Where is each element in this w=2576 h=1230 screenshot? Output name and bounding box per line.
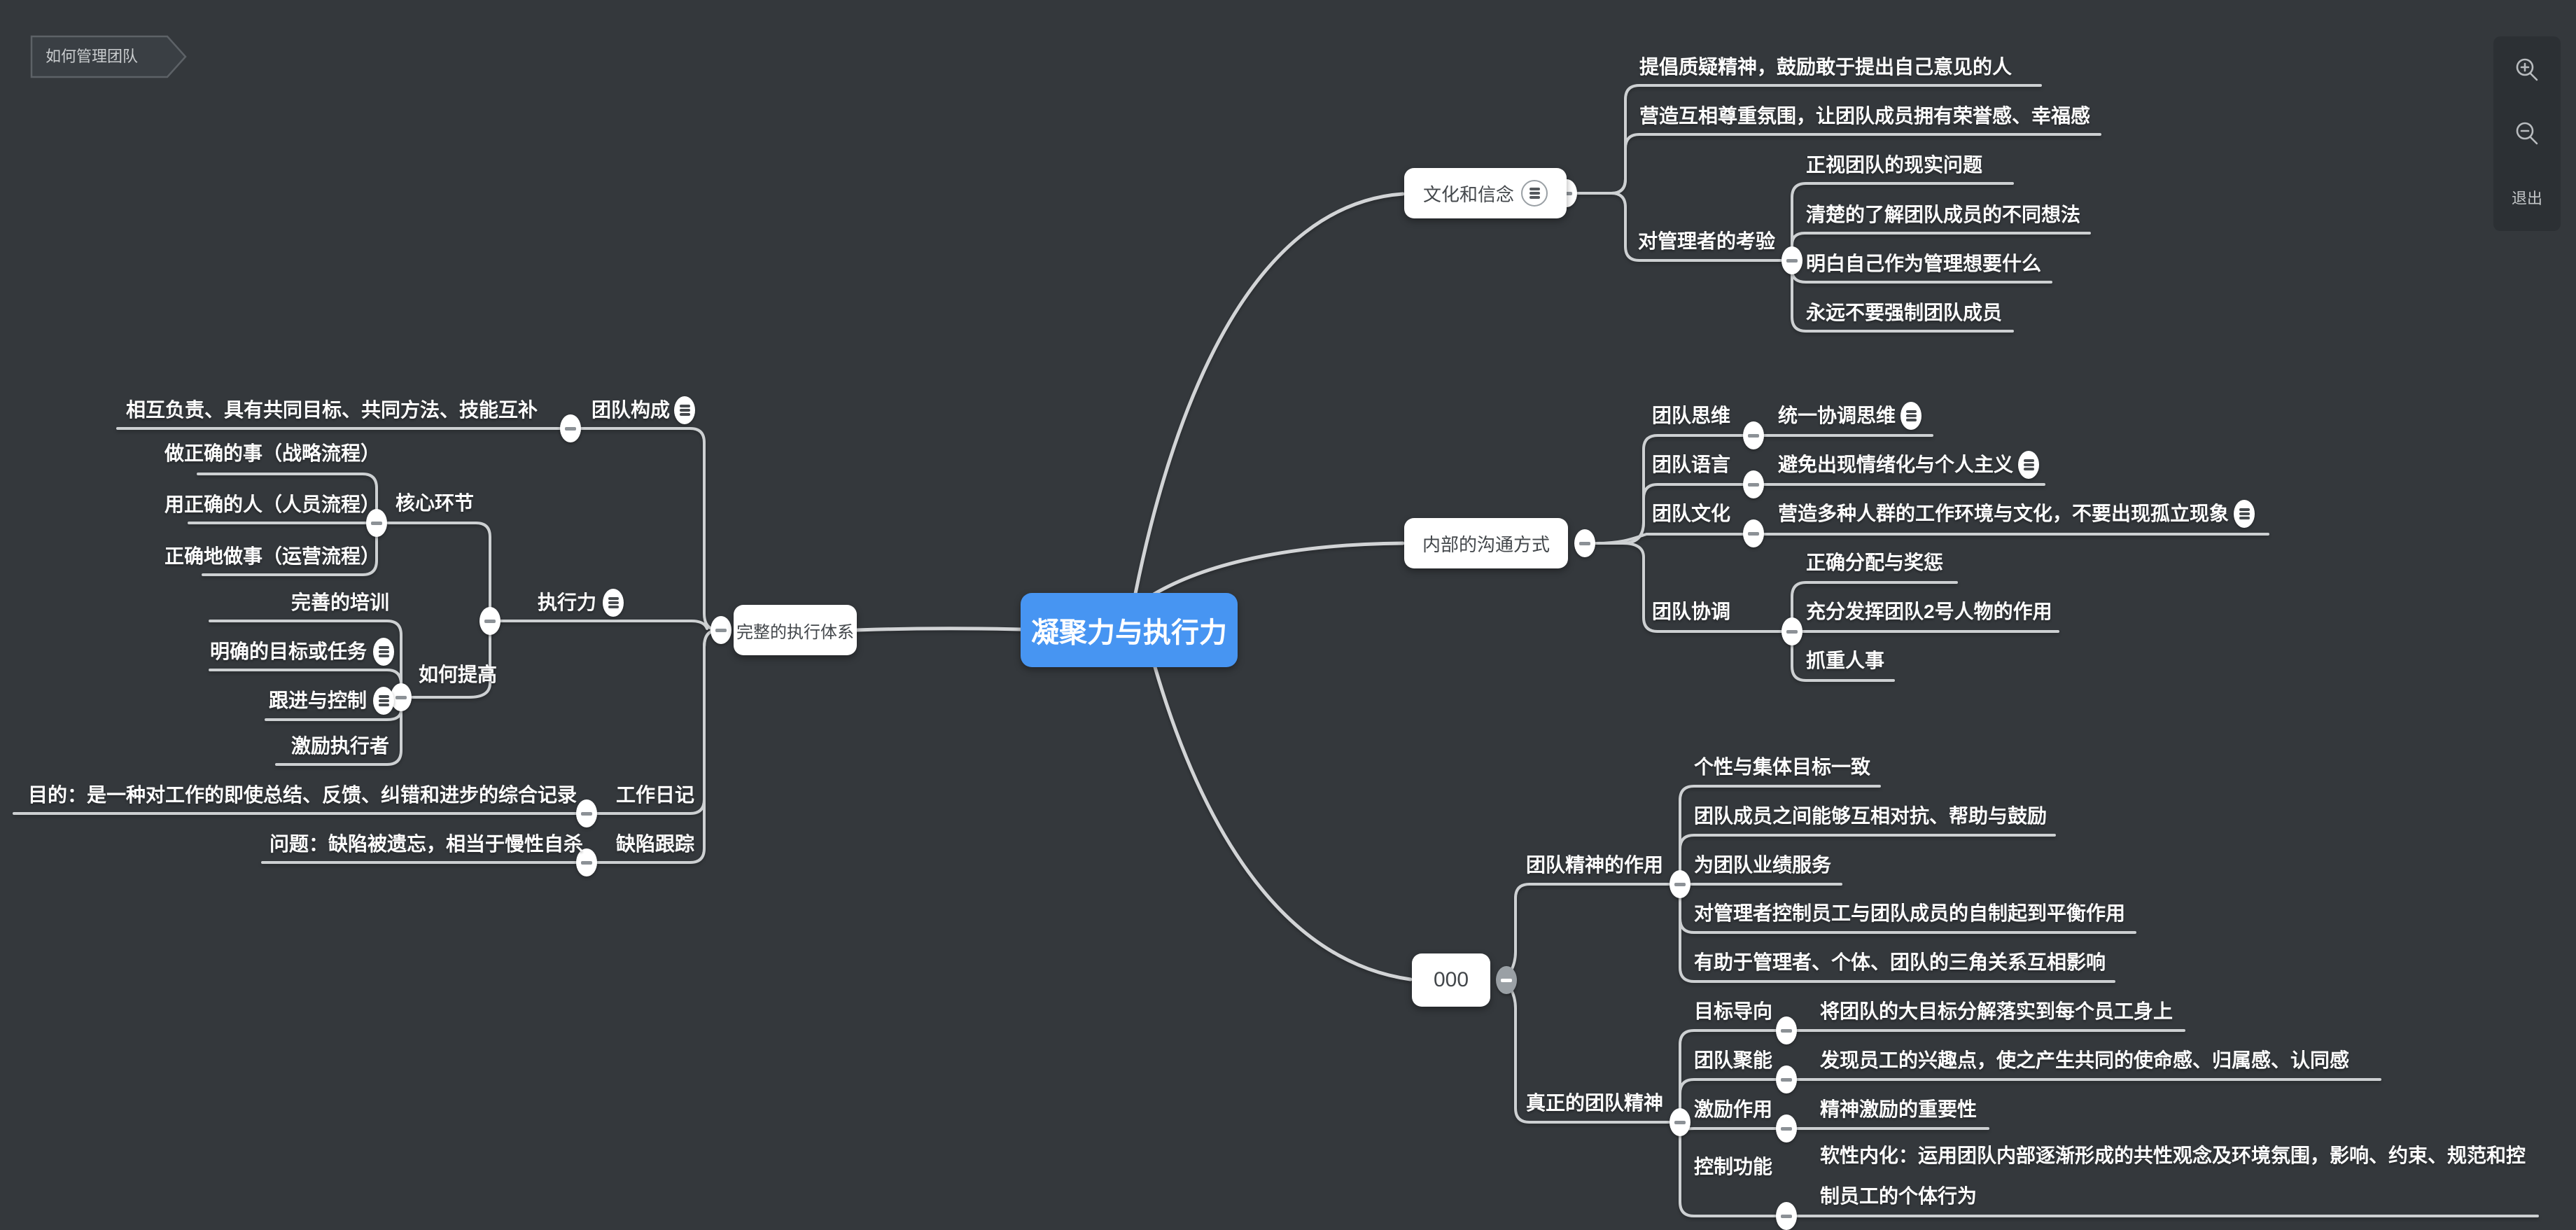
- leaf-roles-4[interactable]: 对管理者控制员工与团队成员的自制起到平衡作用: [1694, 902, 2126, 924]
- note-icon[interactable]: [603, 589, 624, 617]
- leaf-team-build-desc[interactable]: 相互负责、具有共同目标、共同方法、技能互补: [126, 399, 538, 421]
- leaf-roles-3[interactable]: 为团队业绩服务: [1694, 854, 1832, 876]
- topic-label: 内部的沟通方式: [1422, 533, 1550, 555]
- note-icon[interactable]: [2234, 500, 2255, 528]
- subtopic-motivation[interactable]: 激励作用: [1694, 1098, 1773, 1120]
- zoom-out-icon: [2516, 122, 2538, 145]
- topic-communication[interactable]: 内部的沟通方式: [1404, 518, 1568, 568]
- note-icon[interactable]: [373, 687, 394, 715]
- collapse-handle[interactable]: [391, 683, 412, 711]
- map-title: 如何管理团队: [46, 48, 139, 65]
- leaf-core-1[interactable]: 做正确的事（战略流程）: [164, 442, 381, 464]
- zoom-in-button[interactable]: [2512, 55, 2542, 85]
- topic-team-spirit[interactable]: 000: [1412, 953, 1490, 1007]
- collapse-handle[interactable]: [576, 799, 597, 827]
- subtopic-manager-test[interactable]: 对管理者的考验: [1638, 230, 1776, 252]
- exit-button[interactable]: 退出: [2512, 182, 2542, 213]
- leaf-coord-2[interactable]: 充分发挥团队2号人物的作用: [1806, 601, 2052, 622]
- map-title-tab[interactable]: 如何管理团队: [30, 35, 187, 78]
- tab-shape: [30, 35, 187, 78]
- subtopic-execution[interactable]: 执行力: [538, 592, 597, 613]
- leaf-test-1[interactable]: 正视团队的现实问题: [1806, 154, 1983, 176]
- subtopic-team-build[interactable]: 团队构成: [592, 399, 671, 421]
- subtopic-spirit-roles[interactable]: 团队精神的作用: [1526, 854, 1664, 876]
- collapse-handle[interactable]: [1743, 519, 1764, 547]
- note-icon[interactable]: [1900, 402, 1921, 430]
- leaf-improve-1[interactable]: 完善的培训: [291, 592, 390, 613]
- leaf-goal-orientation[interactable]: 将团队的大目标分解落实到每个员工身上: [1820, 1000, 2174, 1022]
- collapse-handle[interactable]: [1776, 1114, 1797, 1142]
- leaf-diary-desc[interactable]: 目的：是一种对工作的即使总结、反馈、纠错和进步的综合记录: [28, 784, 578, 806]
- note-icon[interactable]: [2018, 451, 2039, 479]
- leaf-improve-4[interactable]: 激励执行者: [291, 735, 390, 757]
- leaf-team-thinking[interactable]: 统一协调思维: [1778, 405, 1896, 426]
- collapse-handle[interactable]: [1743, 421, 1764, 449]
- topic-label: 文化和信念: [1422, 183, 1514, 205]
- collapse-handle[interactable]: [1743, 470, 1764, 498]
- leaf-roles-2[interactable]: 团队成员之间能够互相对抗、帮助与鼓励: [1694, 805, 2047, 827]
- leaf-coord-3[interactable]: 抓重人事: [1806, 650, 1885, 671]
- leaf-roles-5[interactable]: 有助于管理者、个体、团队的三角关系互相影响: [1694, 951, 2106, 973]
- subtopic-defect[interactable]: 缺陷跟踪: [616, 833, 695, 855]
- zoom-out-button[interactable]: [2512, 118, 2542, 149]
- topic-label: 000: [1433, 968, 1469, 991]
- collapse-handle[interactable]: [1776, 1202, 1797, 1230]
- exit-label: 退出: [2512, 190, 2543, 207]
- leaf-core-3[interactable]: 正确地做事（运营流程）: [164, 545, 381, 567]
- collapse-handle[interactable]: [1670, 870, 1690, 898]
- collapse-handle[interactable]: [1782, 617, 1802, 645]
- topic-culture[interactable]: 文化和信念: [1404, 168, 1567, 218]
- note-icon[interactable]: [1521, 180, 1548, 207]
- subtopic-coordination[interactable]: 团队协调: [1652, 601, 1731, 622]
- central-topic[interactable]: 凝聚力与执行力: [1021, 593, 1238, 667]
- leaf-culture-2[interactable]: 营造互相尊重氛围，让团队成员拥有荣誉感、幸福感: [1639, 105, 2091, 127]
- topic-label: 完整的执行体系: [736, 622, 854, 642]
- subtopic-control[interactable]: 控制功能: [1694, 1156, 1773, 1177]
- zoom-in-icon: [2516, 58, 2538, 81]
- subtopic-real-spirit[interactable]: 真正的团队精神: [1526, 1092, 1664, 1114]
- leaf-team-energy[interactable]: 发现员工的兴趣点，使之产生共同的使命感、归属感、认同感: [1820, 1049, 2350, 1071]
- leaf-improve-2[interactable]: 明确的目标或任务: [210, 641, 368, 662]
- leaf-coord-1[interactable]: 正确分配与奖惩: [1806, 552, 1944, 573]
- leaf-motivation[interactable]: 精神激励的重要性: [1820, 1098, 1977, 1120]
- collapse-handle[interactable]: [1776, 1065, 1797, 1093]
- subtopic-core[interactable]: 核心环节: [396, 492, 475, 514]
- subtopic-goal-orientation[interactable]: 目标导向: [1694, 1000, 1773, 1022]
- note-icon[interactable]: [373, 638, 394, 666]
- collapse-handle[interactable]: [1776, 1016, 1797, 1044]
- view-toolbar: 退出: [2493, 36, 2561, 231]
- collapse-handle[interactable]: [1496, 966, 1517, 994]
- leaf-test-4[interactable]: 永远不要强制团队成员: [1806, 302, 2003, 323]
- collapse-handle[interactable]: [710, 616, 732, 644]
- subtopic-team-language[interactable]: 团队语言: [1652, 454, 1731, 475]
- leaf-control[interactable]: 软性内化：运用团队内部逐渐形成的共性观念及环境氛围，影响、约束、规范和控制员工的…: [1820, 1145, 2526, 1207]
- collapse-handle[interactable]: [560, 414, 581, 442]
- collapse-handle[interactable]: [479, 607, 500, 635]
- collapse-handle[interactable]: [576, 848, 597, 876]
- leaf-core-2[interactable]: 用正确的人（人员流程）: [164, 494, 381, 515]
- leaf-team-language[interactable]: 避免出现情绪化与个人主义: [1778, 454, 2014, 475]
- note-icon[interactable]: [674, 396, 695, 424]
- subtopic-team-culture[interactable]: 团队文化: [1652, 503, 1731, 524]
- collapse-handle[interactable]: [366, 509, 387, 537]
- leaf-team-culture[interactable]: 营造多种人群的工作环境与文化，不要出现孤立现象: [1778, 503, 2230, 524]
- leaf-defect-desc[interactable]: 问题：缺陷被遗忘，相当于慢性自杀: [270, 833, 584, 855]
- subtopic-diary[interactable]: 工作日记: [616, 784, 695, 806]
- central-topic-label: 凝聚力与执行力: [1031, 617, 1227, 648]
- leaf-test-2[interactable]: 清楚的了解团队成员的不同想法: [1806, 204, 2081, 225]
- leaf-improve-3[interactable]: 跟进与控制: [269, 690, 368, 711]
- collapse-handle[interactable]: [1670, 1108, 1690, 1136]
- leaf-test-3[interactable]: 明白自己作为管理想要什么: [1806, 253, 2042, 274]
- collapse-handle[interactable]: [1782, 246, 1802, 274]
- subtopic-team-energy[interactable]: 团队聚能: [1694, 1049, 1773, 1071]
- subtopic-improve[interactable]: 如何提高: [419, 664, 498, 685]
- collapse-handle[interactable]: [1574, 529, 1595, 557]
- subtopic-team-thinking[interactable]: 团队思维: [1652, 405, 1731, 426]
- leaf-roles-1[interactable]: 个性与集体目标一致: [1694, 756, 1871, 778]
- topic-execution-system[interactable]: 完整的执行体系: [734, 605, 857, 655]
- leaf-culture-1[interactable]: 提倡质疑精神，鼓励敢于提出自己意见的人: [1639, 56, 2012, 78]
